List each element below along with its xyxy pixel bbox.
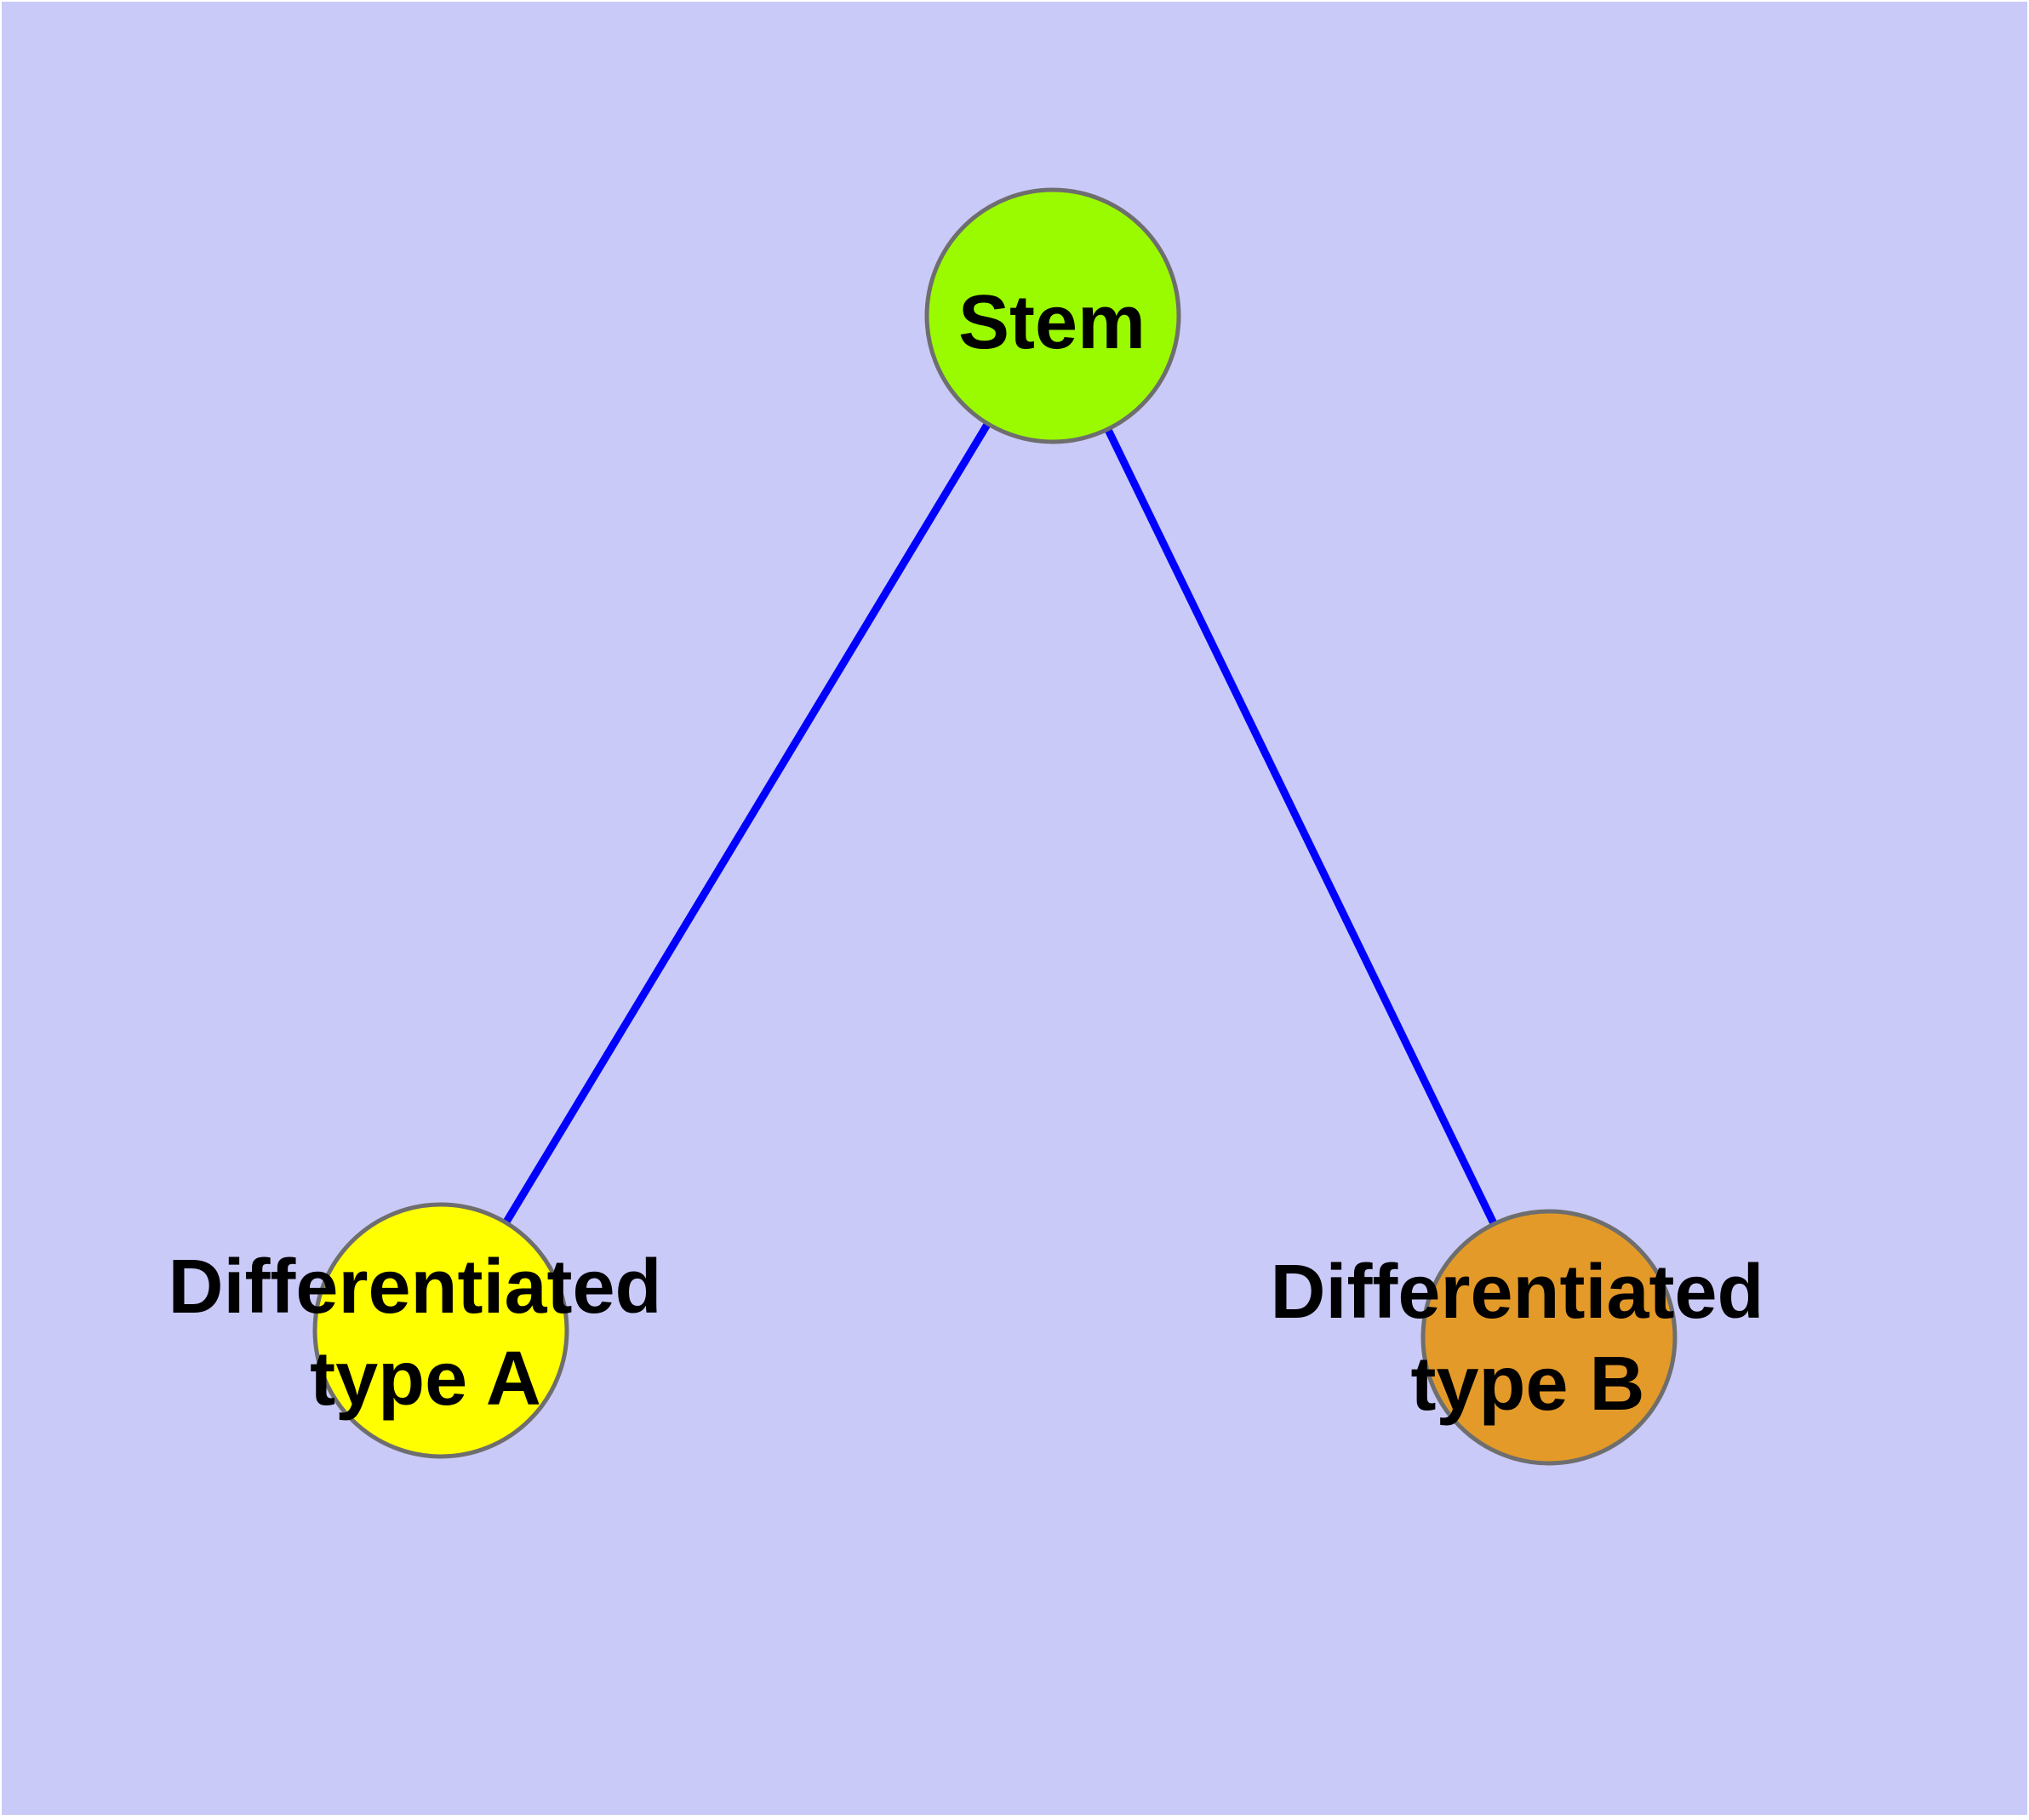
node-type-b-label: Differentiated type B — [1270, 1250, 1785, 1427]
node-type-a-label-line2: type A — [310, 1336, 541, 1422]
edge-stem-to-type-a — [437, 313, 1056, 1333]
node-type-a-label-line1: Differentiated — [168, 1245, 661, 1330]
node-type-a — [312, 1202, 569, 1459]
node-stem-label: Stem — [958, 280, 1146, 365]
node-type-b-label-line1: Differentiated — [1270, 1250, 1763, 1335]
node-labels: Stem Differentiated type A Differentiate… — [168, 280, 1785, 1427]
node-type-b-label-line2: type B — [1410, 1342, 1644, 1427]
node-type-a-label: Differentiated type A — [168, 1245, 683, 1422]
node-stem — [924, 187, 1181, 444]
node-type-b — [1420, 1209, 1677, 1466]
edge-stem-to-type-b — [1049, 314, 1553, 1339]
edges — [437, 313, 1553, 1339]
nodes — [312, 187, 1677, 1466]
